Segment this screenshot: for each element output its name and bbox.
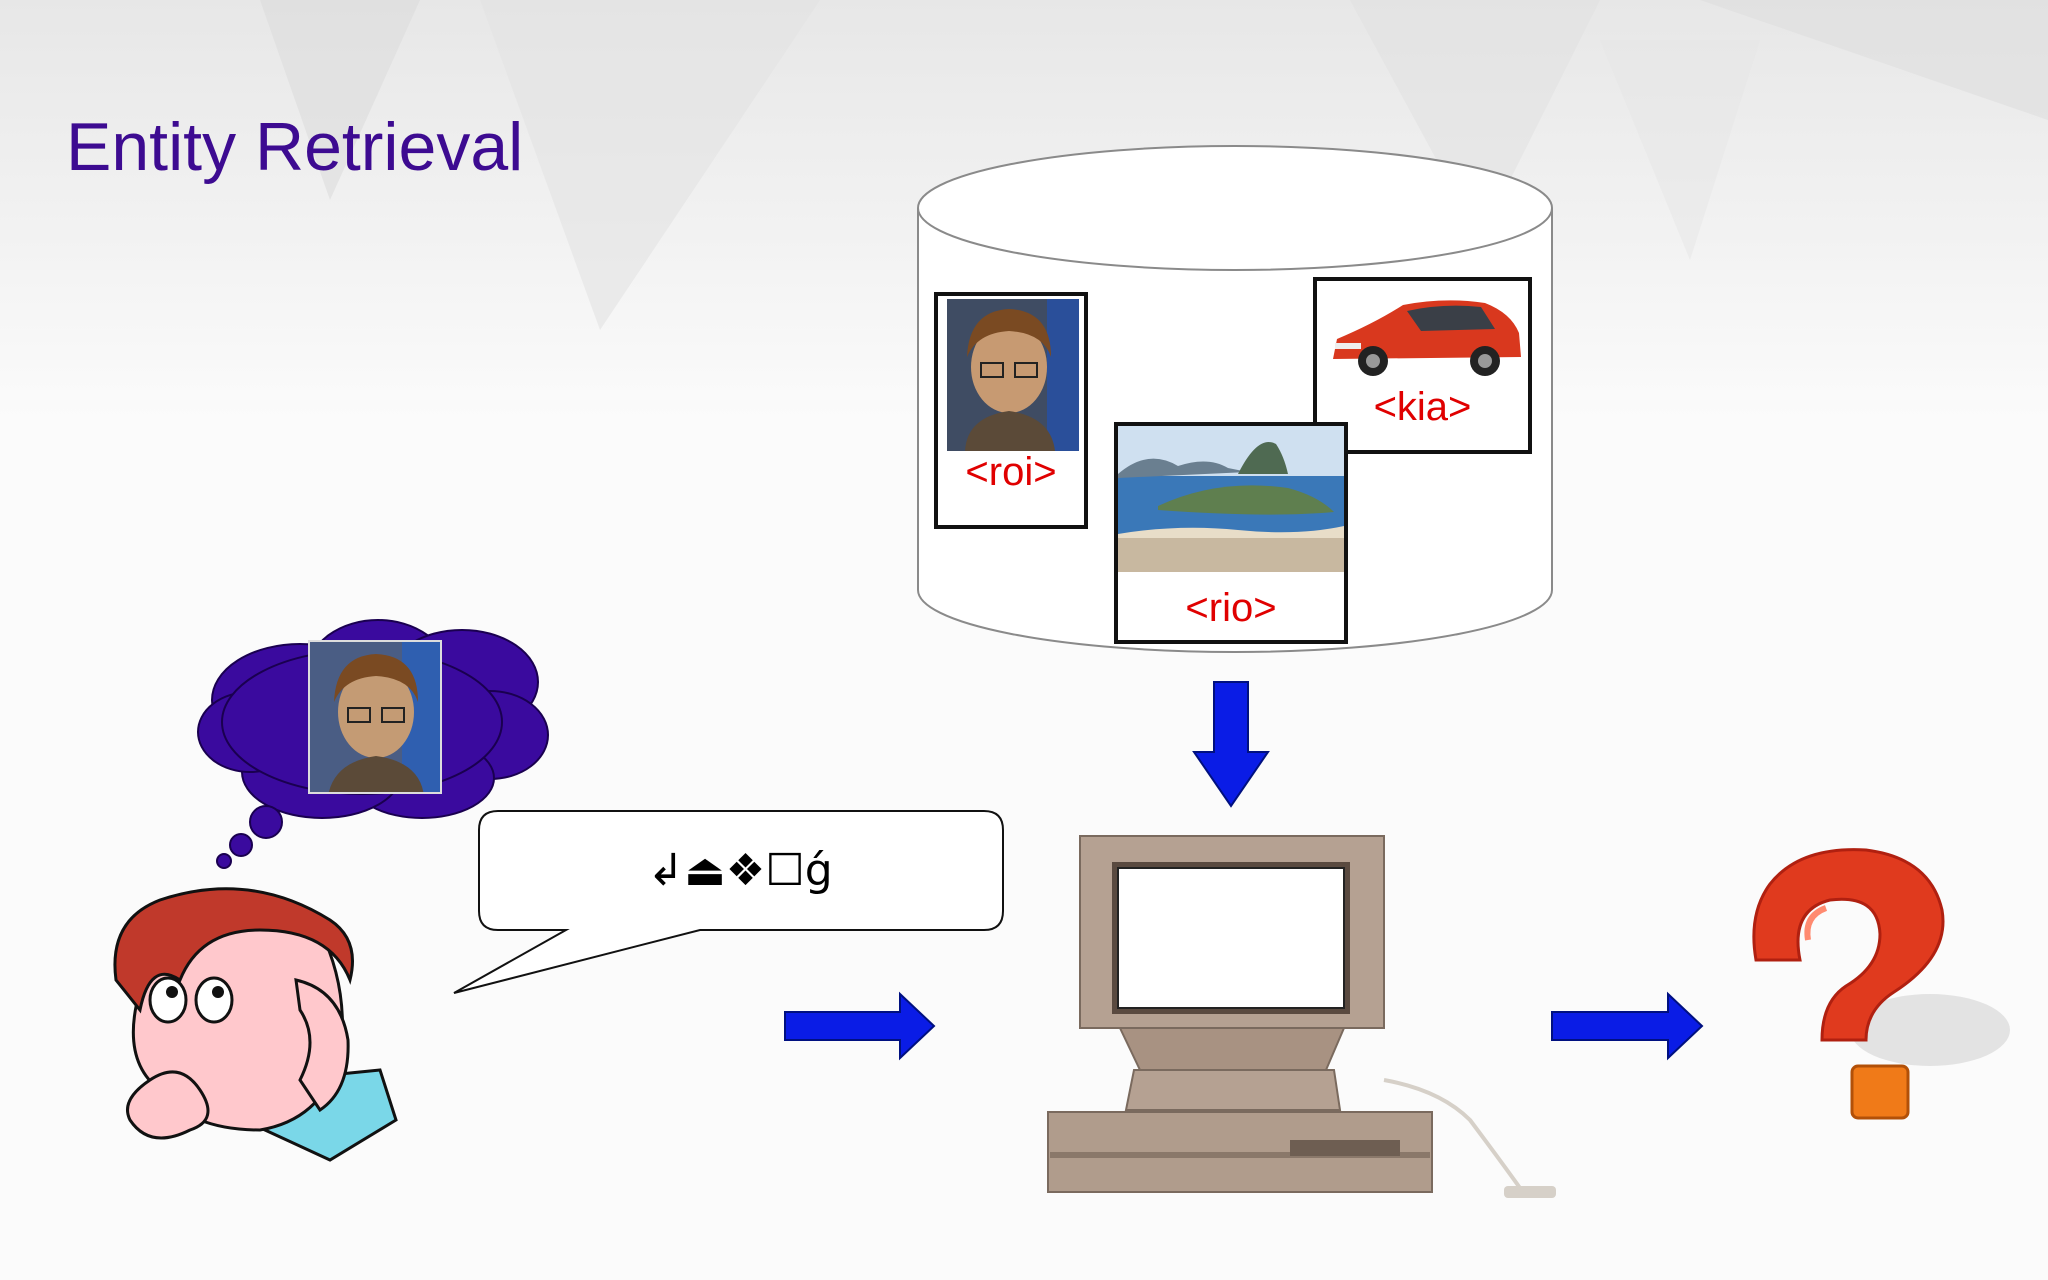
entity-card-roi: <roi> (934, 292, 1088, 529)
rio-landscape-photo-icon (1118, 426, 1344, 572)
entity-card-kia: <kia> (1313, 277, 1532, 454)
red-car-photo-icon (1333, 300, 1521, 376)
person-photo-icon (947, 299, 1079, 451)
speech-query-text: ↲⏏❖☐ǵ (647, 845, 833, 896)
entity-card-rio: <rio> (1114, 422, 1348, 644)
entity-label-roi: <roi> (965, 450, 1057, 494)
slide-title: Entity Retrieval (66, 109, 524, 185)
thought-person-photo-icon (308, 640, 442, 794)
entity-label-rio: <rio> (1185, 586, 1277, 630)
entity-label-kia: <kia> (1373, 385, 1472, 429)
